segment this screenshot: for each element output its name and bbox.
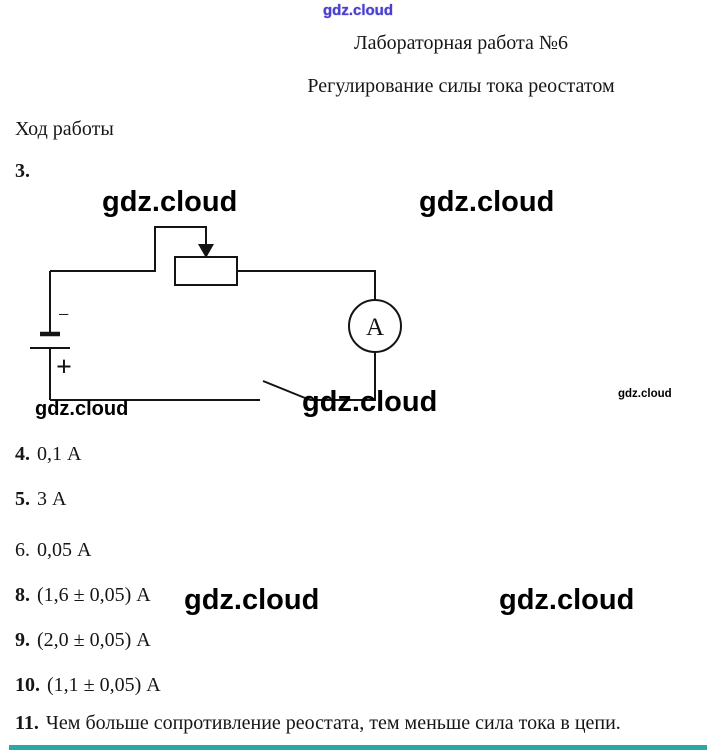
- answer-text: (1,6 ± 0,05) А: [37, 584, 151, 606]
- watermark-tiny: gdz.cloud: [618, 388, 672, 400]
- answer-text: 0,1 А: [37, 443, 82, 465]
- answer-row-6: 6. 0,05 А: [15, 539, 91, 562]
- bottom-accent-bar: [9, 745, 707, 750]
- answer-row-10: 10. (1,1 ± 0,05) А: [15, 674, 161, 697]
- section-heading: Ход работы: [15, 118, 114, 140]
- answer-number: 11.: [15, 712, 39, 734]
- wire-bottom-right: [310, 352, 376, 401]
- page-title: Лабораторная работа №6: [354, 32, 568, 54]
- switch-blade: [262, 380, 311, 401]
- answer-number: 5.: [15, 488, 30, 510]
- watermark-large-2: gdz.cloud: [419, 186, 555, 218]
- answer-row-5: 5. 3 А: [15, 488, 66, 511]
- rheostat-symbol: [174, 256, 238, 286]
- watermark-medium: gdz.cloud: [35, 398, 129, 420]
- watermark-large-5: gdz.cloud: [499, 584, 635, 616]
- answer-number: 10.: [15, 674, 40, 696]
- answer-text: (2,0 ± 0,05) А: [37, 629, 151, 651]
- answer-number: 4.: [15, 443, 30, 465]
- wire-top-left: [50, 226, 207, 272]
- watermark-large-1: gdz.cloud: [102, 186, 238, 218]
- answer-number: 6.: [15, 539, 30, 561]
- answer-row-4: 4. 0,1 А: [15, 443, 81, 466]
- wire-top-right: [237, 270, 376, 300]
- item-3-number: 3.: [15, 160, 30, 182]
- answer-row-11: 11. Чем больше сопротивление реостата, те…: [15, 712, 621, 735]
- circuit-diagram: A − +: [30, 226, 402, 401]
- answer-row-8: 8. (1,6 ± 0,05) А: [15, 584, 151, 607]
- answer-text: Чем больше сопротивление реостата, тем м…: [45, 712, 621, 734]
- answer-text: 0,05 А: [37, 539, 92, 561]
- answer-number: 8.: [15, 584, 30, 606]
- watermark-large-4: gdz.cloud: [184, 584, 320, 616]
- circuit-wires: [30, 226, 402, 401]
- battery-minus-label: −: [58, 304, 69, 326]
- watermark-top: gdz.cloud: [323, 2, 393, 19]
- ammeter-label: A: [366, 314, 384, 341]
- answer-text: 3 А: [37, 488, 67, 510]
- watermark-large-3: gdz.cloud: [302, 386, 438, 418]
- answer-row-9: 9. (2,0 ± 0,05) А: [15, 629, 151, 652]
- battery-plus-label: +: [56, 352, 72, 383]
- rheostat-slider-arrow-icon: [198, 244, 214, 258]
- answer-number: 9.: [15, 629, 30, 651]
- answer-text: (1,1 ± 0,05) А: [47, 674, 161, 696]
- page-subtitle: Регулирование силы тока реостатом: [307, 75, 615, 97]
